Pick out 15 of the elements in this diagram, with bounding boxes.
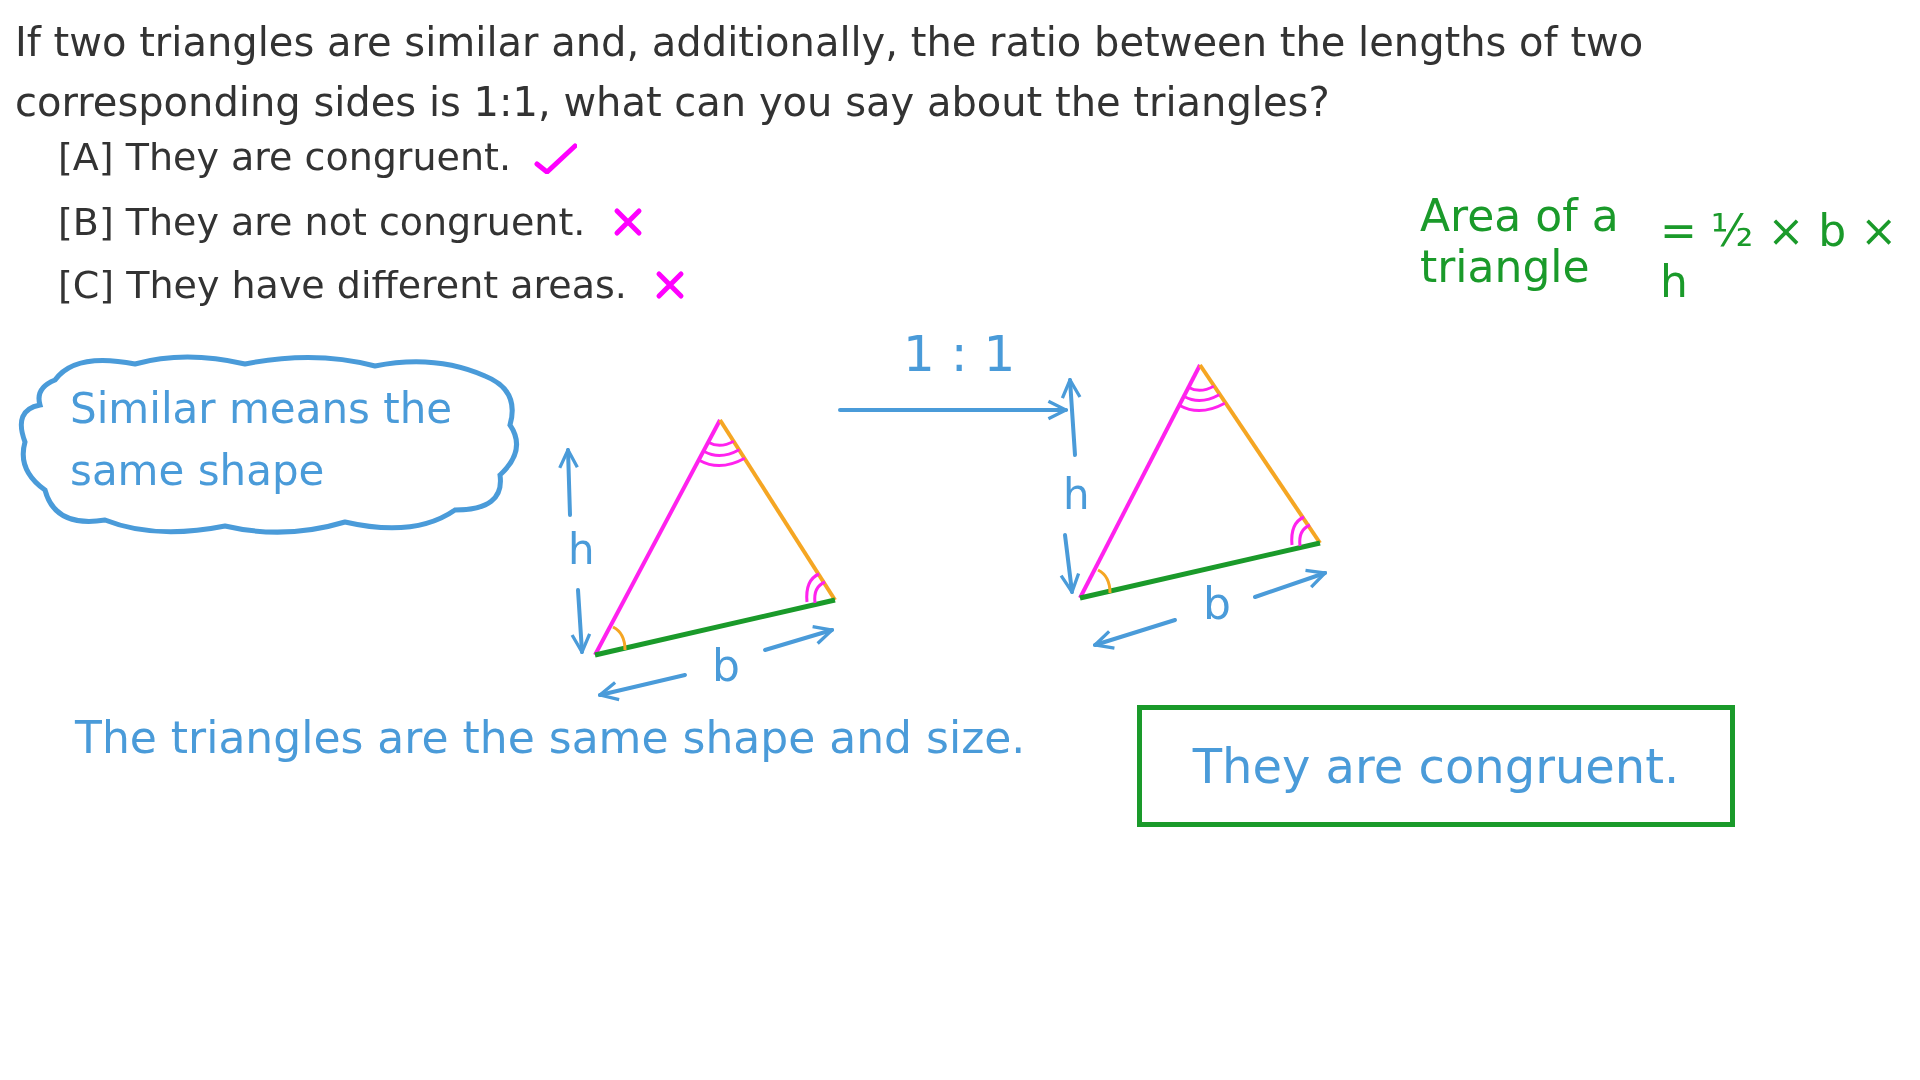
label-text: Area of a triangle bbox=[1420, 190, 1620, 292]
answer-option: [A] They are congruent. bbox=[58, 135, 511, 179]
cloud-text: Similar means the same shape bbox=[70, 383, 454, 497]
answer-option: [C] They have different areas. bbox=[58, 263, 627, 307]
arrow bbox=[838, 399, 1068, 421]
explanation-text: The triangles are the same shape and size. bbox=[75, 712, 1026, 763]
dimension-label: h bbox=[1063, 470, 1090, 519]
dimension-label: h bbox=[568, 525, 595, 574]
answer-text: They are congruent. bbox=[1192, 738, 1680, 794]
dimension-label: b bbox=[1203, 578, 1231, 629]
answer-box bbox=[1137, 705, 1735, 827]
dimension-label: b bbox=[712, 640, 740, 691]
formula-text: = ½ × b × h bbox=[1660, 205, 1899, 307]
answer-option: [B] They are not congruent. bbox=[58, 200, 586, 244]
question-text: If two triangles are similar and, additionally, the ratio between the lengths of two corresponding sides is 1:1, what can you say about the triangles? bbox=[15, 18, 1645, 127]
